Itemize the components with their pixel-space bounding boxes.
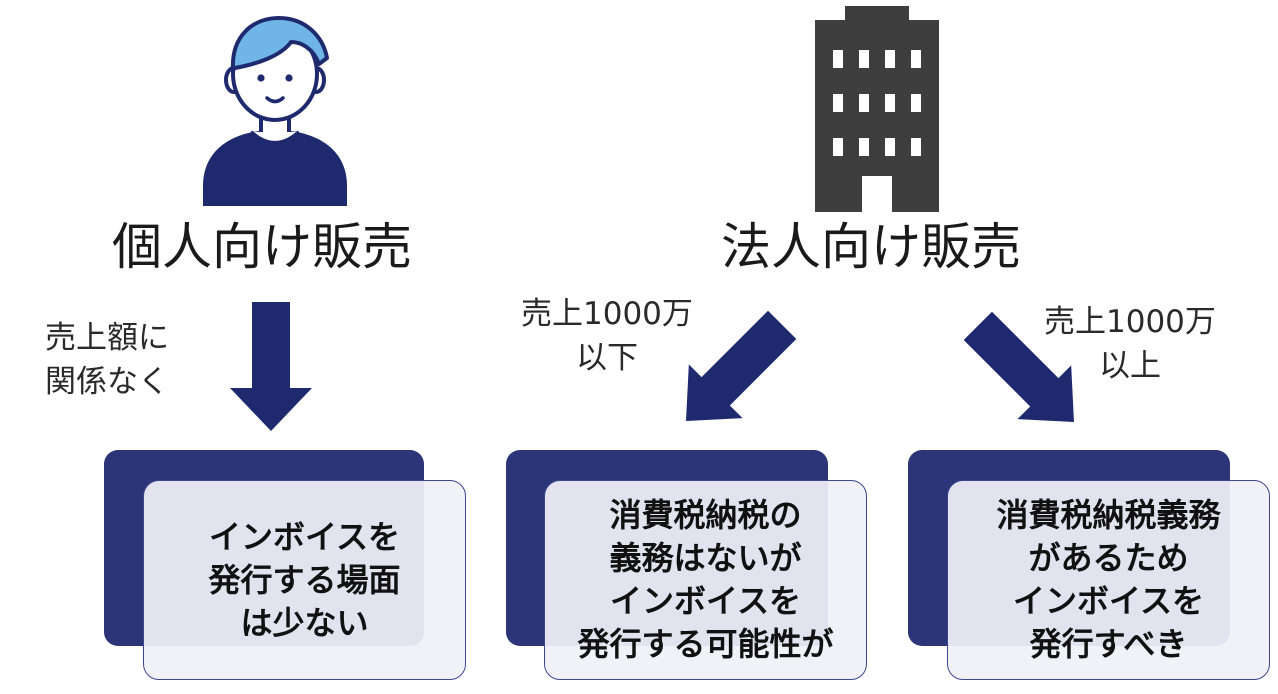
heading-individual-sales: 個人向け販売	[112, 218, 412, 276]
arrow-label-line: 売上1000万	[1044, 304, 1216, 340]
arrow-label-above-threshold: 売上1000万 以上	[1044, 300, 1216, 388]
result-line: インボイスを	[609, 582, 802, 620]
heading-corporate-sales: 法人向け販売	[721, 218, 1021, 276]
arrow-label-line: 売上1000万	[521, 296, 693, 332]
office-building-icon	[815, 6, 939, 212]
arrow-down-left-icon	[686, 310, 797, 421]
result-line: があるため	[1028, 539, 1189, 577]
arrow-label-line: 売上額に	[45, 320, 169, 356]
result-line: 発行する場面	[208, 560, 401, 599]
person-icon	[203, 16, 347, 206]
result-line: インボイスを	[1012, 582, 1205, 620]
arrow-label-line: 関係なく	[45, 364, 169, 400]
result-line: 発行すべき	[1029, 625, 1188, 663]
result-line: は少ない	[240, 603, 369, 642]
arrow-down-icon	[230, 302, 312, 431]
result-box-below-threshold: 消費税納税の 義務はないが インボイスを 発行する可能性が	[544, 480, 867, 680]
arrow-label-line: 以上	[1098, 348, 1161, 384]
arrow-label-line: 以下	[575, 340, 638, 376]
arrow-label-individual: 売上額に 関係なく	[45, 316, 169, 404]
result-box-above-threshold: 消費税納税義務 があるため インボイスを 発行すべき	[947, 480, 1270, 680]
arrow-label-below-threshold: 売上1000万 以下	[521, 292, 693, 380]
result-line: インボイスを	[208, 517, 401, 556]
result-line: 発行する可能性が	[577, 625, 834, 663]
result-line: 消費税納税義務	[996, 496, 1221, 534]
arrow-down-right-icon	[963, 311, 1074, 422]
result-line: 消費税納税の	[609, 496, 802, 534]
result-line: 義務はないが	[609, 539, 802, 577]
result-box-individual: インボイスを 発行する場面 は少ない	[143, 480, 466, 680]
